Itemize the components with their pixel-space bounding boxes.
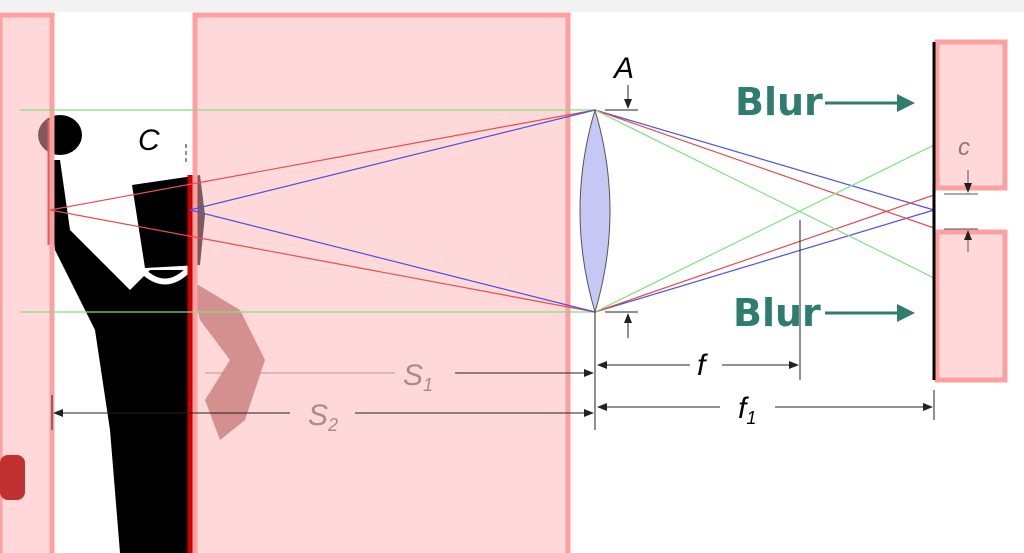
s2-label: S2 bbox=[308, 399, 338, 435]
coc-sensor-label: c bbox=[958, 134, 970, 161]
blur-label-bottom: Blur bbox=[733, 291, 821, 335]
s1-label: S1 bbox=[403, 359, 433, 395]
top-strip bbox=[0, 0, 1024, 12]
focal-length-label: f bbox=[697, 349, 708, 382]
aperture-marker bbox=[605, 85, 638, 338]
blur-label-top: Blur bbox=[735, 80, 823, 124]
foreground-object bbox=[0, 455, 25, 500]
light-rays bbox=[20, 109, 935, 313]
lens bbox=[579, 108, 611, 314]
dimension-lines bbox=[51, 220, 935, 430]
focal-length-1-label: f1 bbox=[738, 392, 756, 428]
aperture-label: A bbox=[612, 52, 634, 85]
overlay-rects bbox=[0, 12, 1008, 553]
coc-sensor-marker bbox=[944, 170, 978, 252]
coc-subject-label: C bbox=[138, 124, 160, 157]
